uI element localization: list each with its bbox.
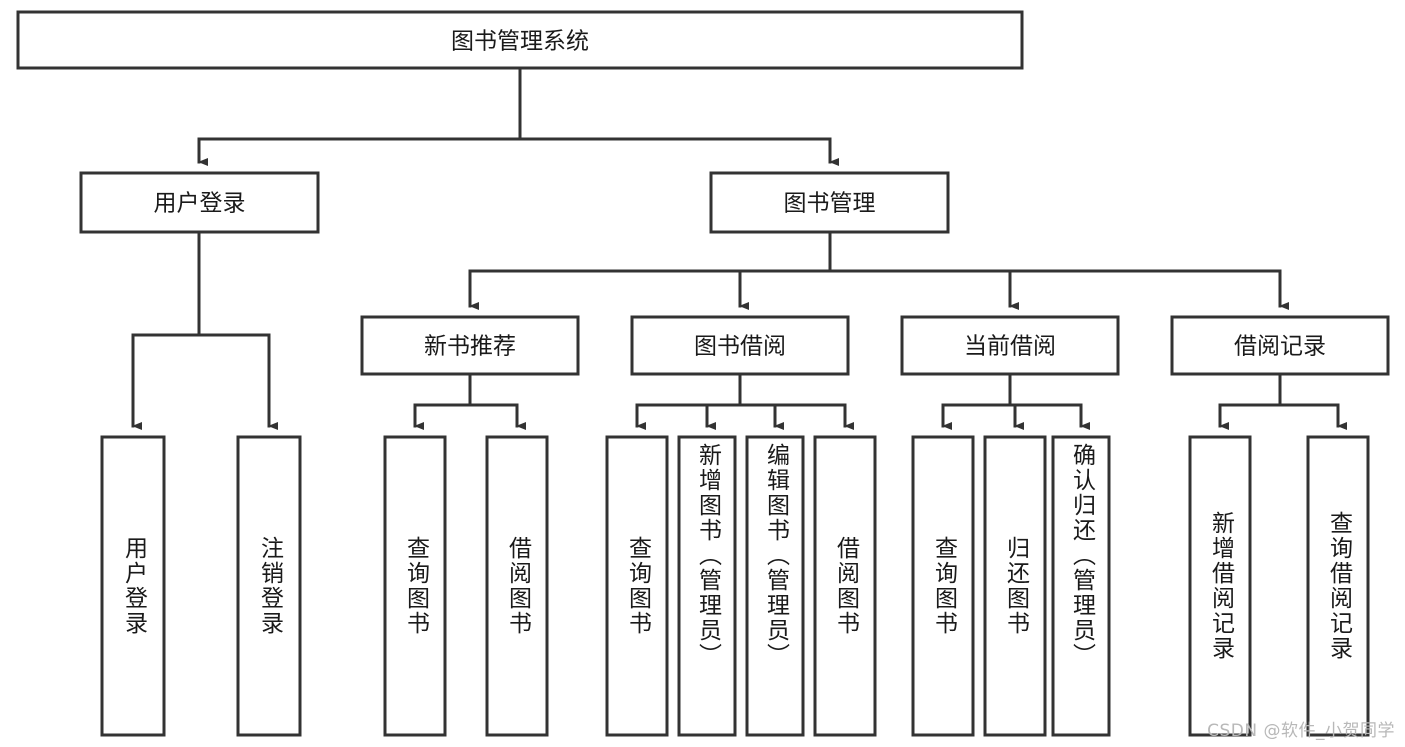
node-current-borrow-box[interactable]: [900, 315, 1120, 376]
connector-group-root: [197, 66, 839, 166]
leaf-box-query-borrow-record[interactable]: [1306, 435, 1370, 737]
node-new-book-recommend[interactable]: 新书推荐: [360, 315, 580, 376]
node-user-login-box[interactable]: [79, 171, 320, 234]
node-book-management-box[interactable]: [709, 171, 950, 234]
leaf-box-edit-book-admin[interactable]: [745, 435, 805, 737]
leaf-box-user-login[interactable]: [100, 435, 166, 737]
leaf-box-add-borrow-record[interactable]: [1188, 435, 1252, 737]
node-current-borrow-label: 当前借阅: [964, 334, 1056, 360]
leaf-box-borrow-book-recommend[interactable]: [485, 435, 549, 737]
node-book-management-label: 图书管理: [784, 191, 876, 217]
connector-group-new-book-recommend: [413, 372, 526, 430]
node-root[interactable]: 图书管理系统: [16, 10, 1024, 70]
node-book-borrow-box[interactable]: [630, 315, 850, 376]
node-new-book-recommend-box[interactable]: [360, 315, 580, 376]
leaf-box-query-book-current[interactable]: [911, 435, 975, 737]
node-book-borrow[interactable]: 图书借阅: [630, 315, 850, 376]
node-borrow-record-box[interactable]: [1170, 315, 1390, 376]
node-book-management[interactable]: 图书管理: [709, 171, 950, 234]
leaf-box-query-book-recommend[interactable]: [383, 435, 447, 737]
leaf-box-confirm-return-admin[interactable]: [1051, 435, 1111, 737]
leaf-box-group: [100, 435, 1370, 737]
node-borrow-record-label: 借阅记录: [1234, 334, 1326, 360]
connector-group-borrow-record: [1218, 372, 1347, 430]
leaf-box-borrow-book[interactable]: [813, 435, 877, 737]
leaf-box-add-book-admin[interactable]: [677, 435, 737, 737]
leaf-box-query-book-borrow[interactable]: [605, 435, 669, 737]
node-borrow-record[interactable]: 借阅记录: [1170, 315, 1390, 376]
leaf-box-logout[interactable]: [236, 435, 302, 737]
node-current-borrow[interactable]: 当前借阅: [900, 315, 1120, 376]
connector-group-book-management: [468, 230, 1289, 310]
node-root-label: 图书管理系统: [451, 29, 589, 55]
node-user-login[interactable]: 用户登录: [79, 171, 320, 234]
connector-group-current-borrow: [941, 372, 1090, 430]
node-book-borrow-label: 图书借阅: [694, 334, 786, 360]
node-user-login-label: 用户登录: [154, 191, 246, 217]
node-root-box[interactable]: [16, 10, 1024, 70]
connector-group-book-borrow: [635, 372, 854, 430]
connector-group-user-login: [131, 230, 278, 430]
leaf-box-return-book[interactable]: [983, 435, 1047, 737]
node-new-book-recommend-label: 新书推荐: [424, 334, 516, 360]
csdn-watermark: CSDN @软件_小贺同学: [1207, 721, 1395, 741]
